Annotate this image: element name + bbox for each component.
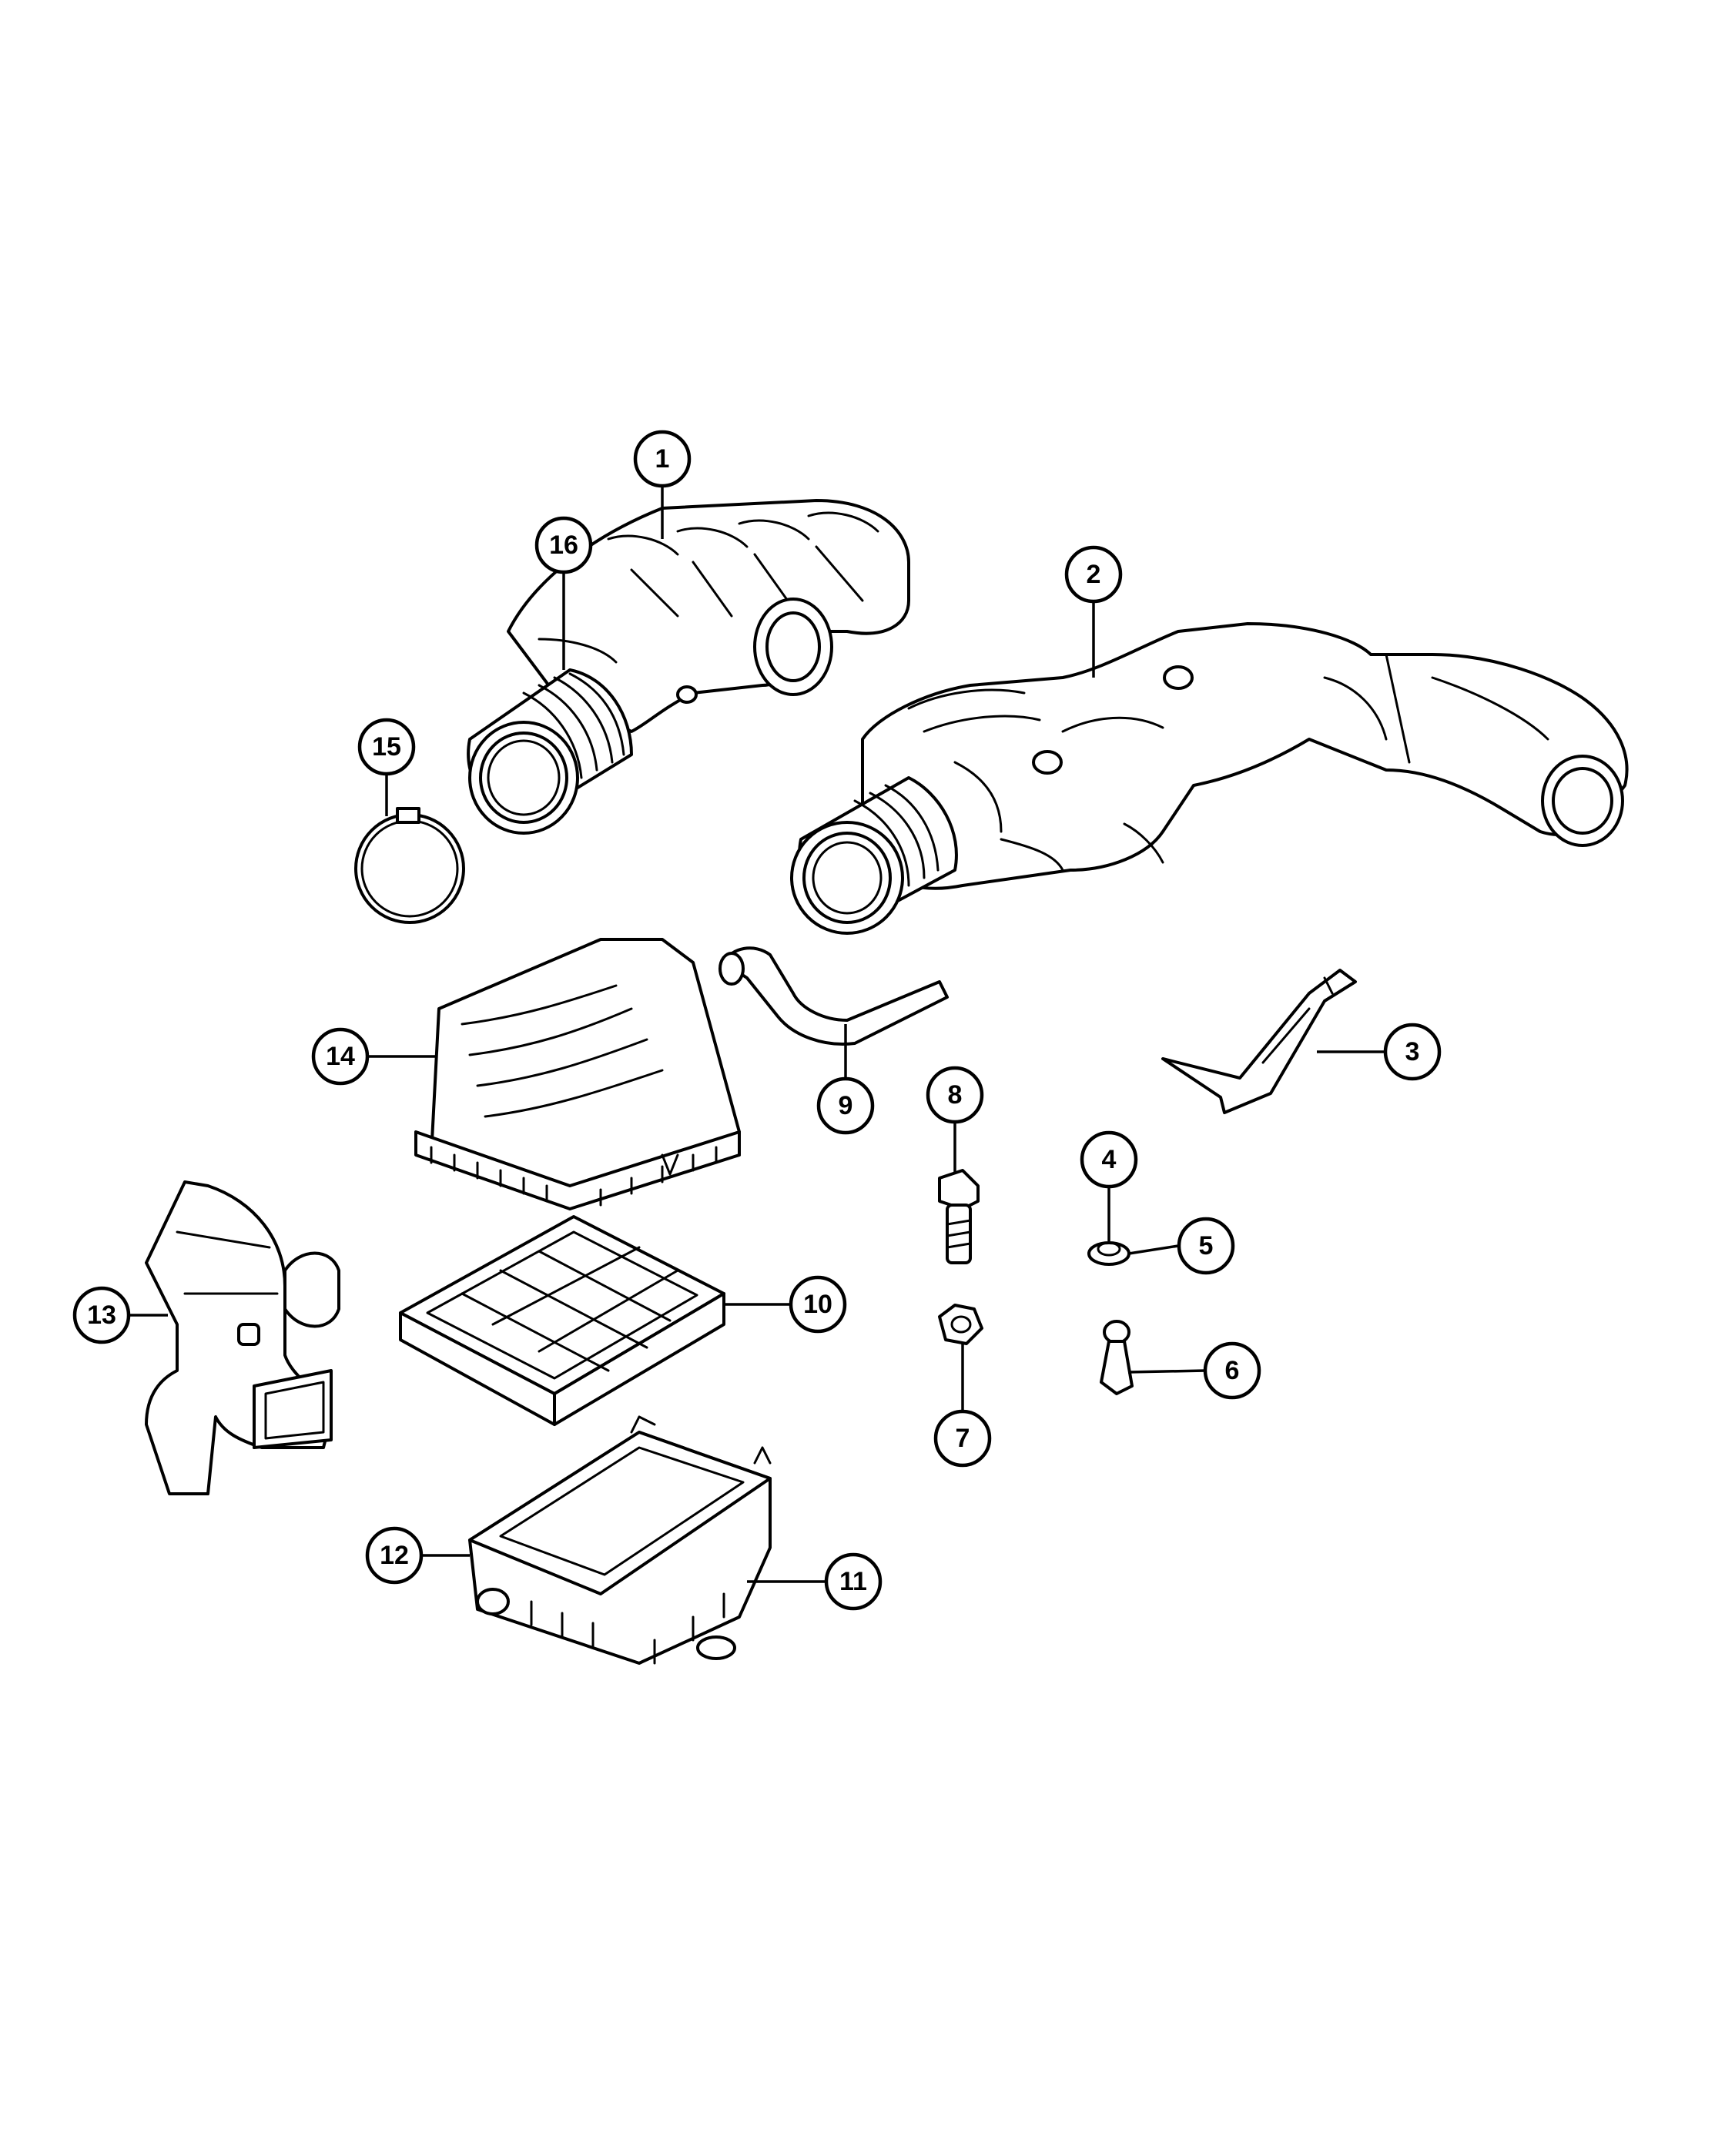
callout-2: 2 <box>1064 545 1123 604</box>
hose-clamp-drawing <box>354 807 465 924</box>
callout-14: 14 <box>311 1027 370 1086</box>
breather-hose-drawing <box>718 946 949 1046</box>
callout-8-label: 8 <box>948 1080 963 1110</box>
bolt-drawing <box>938 1169 980 1264</box>
clip-fastener-drawing <box>1100 1320 1134 1395</box>
callout-3-label: 3 <box>1405 1037 1420 1066</box>
callout-16-label: 16 <box>549 531 578 560</box>
callout-13: 13 <box>72 1286 131 1344</box>
callout-7-label: 7 <box>956 1424 970 1453</box>
callout-15: 15 <box>357 718 416 776</box>
grommet-drawing <box>1087 1241 1130 1266</box>
inlet-duct-drawing <box>145 1180 340 1495</box>
callout-6-label: 6 <box>1225 1356 1240 1385</box>
leader-5 <box>1128 1244 1179 1255</box>
callout-8: 8 <box>926 1066 984 1124</box>
callout-2-label: 2 <box>1087 560 1101 589</box>
duct-bellows-drawing <box>790 776 958 935</box>
callout-7: 7 <box>933 1409 992 1468</box>
leader-6 <box>1127 1369 1207 1374</box>
callout-4-label: 4 <box>1102 1145 1117 1174</box>
air-intake-resonator-drawing <box>507 499 910 733</box>
callout-10-label: 10 <box>803 1290 832 1319</box>
nut-drawing <box>938 1304 983 1345</box>
callout-5: 5 <box>1177 1217 1235 1275</box>
leader-lines <box>129 485 1386 1583</box>
callout-13-label: 13 <box>87 1301 116 1330</box>
callout-1-label: 1 <box>655 444 670 474</box>
air-filter-element-drawing <box>399 1215 725 1426</box>
air-cleaner-housing-base-drawing <box>468 1415 772 1665</box>
callout-11: 11 <box>824 1552 883 1611</box>
air-cleaner-cover-drawing <box>414 938 741 1210</box>
callout-14-label: 14 <box>326 1042 355 1071</box>
support-bracket-drawing <box>1161 969 1357 1114</box>
callout-6: 6 <box>1203 1341 1261 1400</box>
callout-15-label: 15 <box>372 732 401 762</box>
callout-9: 9 <box>816 1076 875 1135</box>
bellows-hose-drawing <box>467 668 633 835</box>
callout-3: 3 <box>1383 1023 1442 1081</box>
callout-1: 1 <box>633 430 692 488</box>
callout-10: 10 <box>789 1275 847 1334</box>
callout-9-label: 9 <box>839 1091 853 1120</box>
callout-12-label: 12 <box>380 1541 409 1570</box>
callout-11-label: 11 <box>839 1567 867 1596</box>
callout-12: 12 <box>365 1526 424 1585</box>
callout-16: 16 <box>534 516 593 574</box>
callout-4: 4 <box>1080 1130 1138 1189</box>
air-intake-duct-assembly-drawing <box>861 622 1629 890</box>
callout-5-label: 5 <box>1199 1231 1214 1260</box>
